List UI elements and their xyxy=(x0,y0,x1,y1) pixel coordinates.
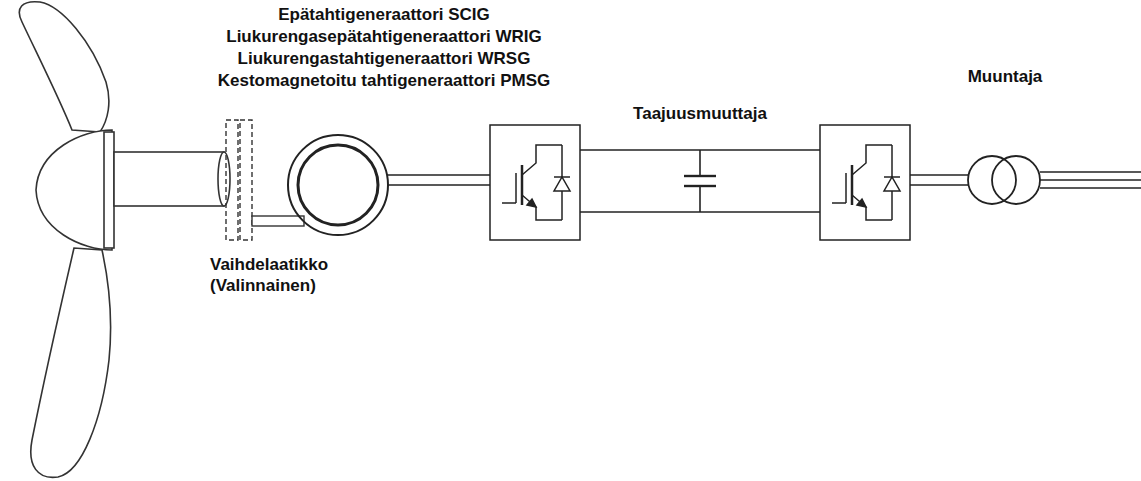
wire xyxy=(1040,179,1141,181)
igbt-channel xyxy=(851,165,854,205)
diode-triangle xyxy=(884,177,900,191)
transformer-label: Muuntaja xyxy=(968,66,1043,87)
transformer-winding xyxy=(992,156,1040,204)
shaft-end xyxy=(218,152,230,206)
gearbox-outline xyxy=(240,120,252,240)
igbt-gate xyxy=(502,202,516,204)
diode-bar xyxy=(884,176,900,178)
igbt-arrow xyxy=(527,199,536,207)
igbt-emitter xyxy=(852,195,892,220)
igbt-gate xyxy=(845,173,847,203)
high-speed-shaft xyxy=(252,216,304,226)
generator-symbol xyxy=(288,135,388,235)
transformer-symbol xyxy=(968,156,1040,204)
capacitor-lead xyxy=(699,186,701,212)
rotor-blade xyxy=(31,248,111,477)
generator-type-label: Liukurengasepätahtigeneraattori WRIG xyxy=(226,26,542,47)
converter-label: Taajuusmuuttaja xyxy=(633,103,767,124)
igbt-gate xyxy=(832,202,846,204)
wire xyxy=(910,184,968,186)
igbt-channel xyxy=(521,165,524,205)
wire xyxy=(387,174,490,176)
diode-triangle xyxy=(554,177,570,191)
generator-stator xyxy=(288,135,388,235)
dc-link xyxy=(580,150,820,212)
wire xyxy=(387,184,490,186)
main-shaft xyxy=(114,152,230,206)
converter-box xyxy=(820,125,910,240)
converter-bridge xyxy=(820,125,910,240)
generator-type-label: Liukurengastahtigeneraattori WRSG xyxy=(238,48,531,69)
converter-bridge xyxy=(490,125,580,240)
igbt-collector xyxy=(522,145,562,175)
wire xyxy=(910,174,968,176)
converter-box xyxy=(490,125,580,240)
generator-type-label: Epätahtigeneraattori SCIG xyxy=(278,4,490,25)
rotor-hub xyxy=(36,130,112,250)
generator-type-label: Kestomagnetoitu tahtigeneraattori PMSG xyxy=(218,70,550,91)
shaft-cylinder xyxy=(114,152,224,206)
rotor-hub-band xyxy=(104,132,114,248)
gearbox-label: Vaihdelaatikko (Valinnainen) xyxy=(210,254,360,296)
gearbox xyxy=(226,120,252,240)
diode-bar xyxy=(554,176,570,178)
gearbox-outline xyxy=(226,120,238,240)
igbt-emitter xyxy=(522,195,562,220)
rotor xyxy=(19,2,114,478)
wire xyxy=(1040,171,1141,173)
capacitor-lead xyxy=(699,150,701,176)
igbt-gate xyxy=(515,173,517,203)
igbt-collector xyxy=(852,145,892,175)
generator-rotor xyxy=(298,145,378,225)
igbt-arrow xyxy=(857,199,866,207)
capacitor-plate xyxy=(684,175,716,177)
rotor-blade xyxy=(19,2,109,132)
wire xyxy=(1040,187,1141,189)
